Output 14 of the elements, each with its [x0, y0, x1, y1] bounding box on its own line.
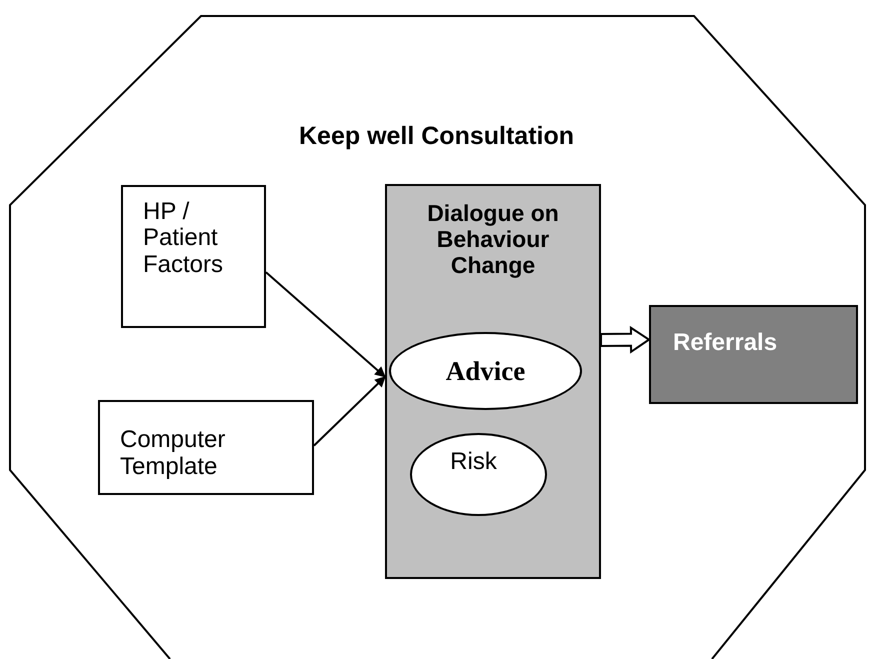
- node-label: Computer Template: [120, 427, 226, 480]
- arrow: [313, 376, 386, 446]
- panel-title: Dialogue on Behaviour Change: [426, 200, 560, 278]
- frame-title: Keep well Consultation: [298, 122, 576, 151]
- referrals-box: [649, 305, 858, 404]
- dialogue-panel: [385, 184, 601, 579]
- factor-box: [121, 185, 266, 328]
- node-label: Risk: [450, 448, 497, 476]
- block-arrow: [600, 326, 651, 354]
- node-label: HP / Patient Factors: [143, 199, 224, 278]
- node-label: Referrals: [673, 329, 778, 356]
- arrow: [265, 271, 386, 378]
- node-label: Advice: [446, 356, 526, 386]
- template-box: [98, 400, 314, 495]
